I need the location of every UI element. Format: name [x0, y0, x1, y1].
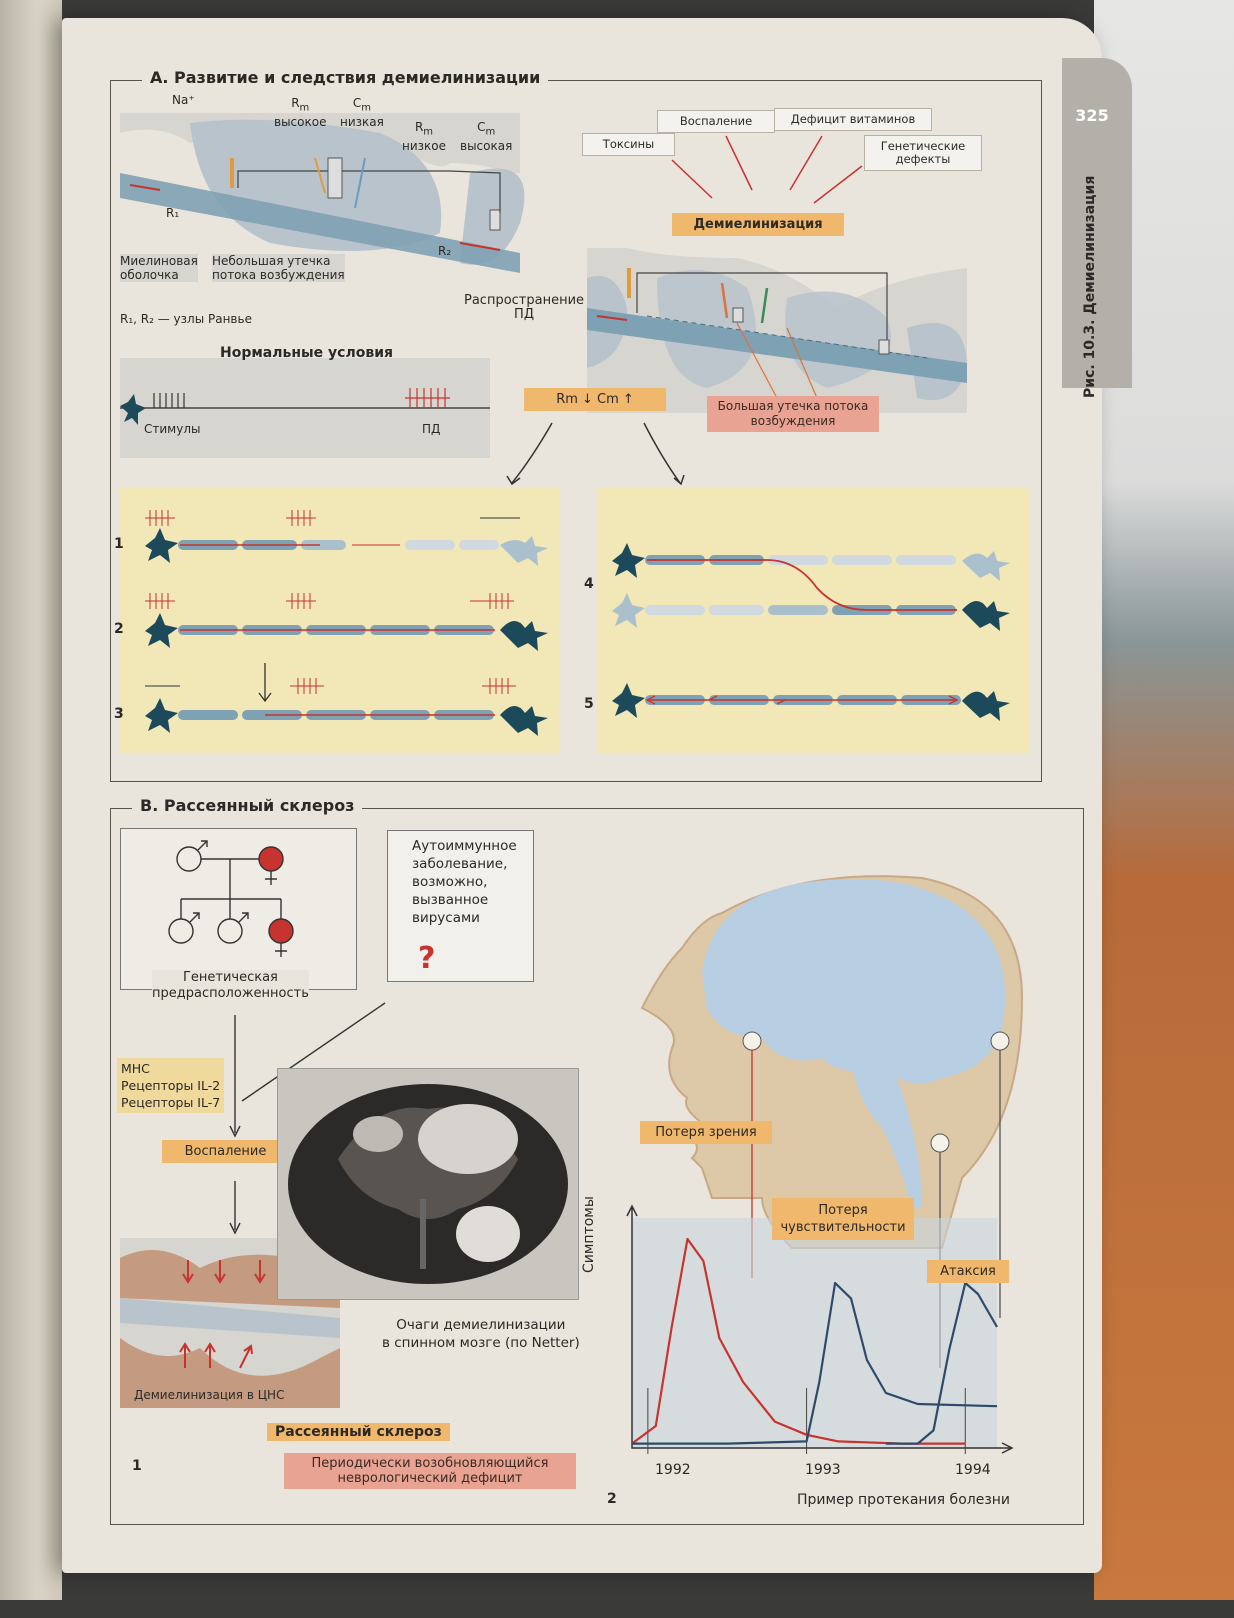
pedigree-svg — [168, 840, 294, 957]
myelin-label: Миелиновая оболочка — [120, 254, 198, 282]
axon-rows-right-panel — [597, 488, 1030, 753]
normal-conditions-panel — [120, 358, 490, 458]
row-number-2: 2 — [114, 621, 124, 637]
sensation-loss-box: Потеря чувствительности — [772, 1198, 914, 1240]
vision-loss-box: Потеря зрения — [640, 1121, 772, 1144]
rm-cm-box: Rm ↓ Cm ↑ — [524, 388, 666, 411]
head-brain-svg — [640, 875, 1024, 1368]
cause-toxins: Токсины — [582, 133, 675, 156]
demyelination-box: Демиелинизация — [672, 213, 844, 236]
section-b-frame — [110, 808, 1084, 1525]
book-spine-edge — [0, 0, 62, 1600]
chart-axes — [626, 1204, 1014, 1454]
nodes-label: R₁, R₂ — узлы Ранвье — [120, 312, 252, 326]
spinal-cord-image — [277, 1068, 579, 1300]
row-1 — [145, 510, 548, 566]
stimuli-label: Стимулы — [144, 422, 201, 436]
axon-rows-right-svg — [612, 543, 1010, 721]
cause-genetic: Генетические дефекты — [864, 135, 982, 171]
page-tab: 325 — [1062, 58, 1132, 388]
split-arrows — [506, 422, 685, 486]
row-3 — [145, 663, 548, 736]
factors-label: MHC Рецепторы IL-2 Рецепторы IL-7 — [117, 1058, 225, 1113]
spinal-label: Очаги демиелинизации в спинном мозге (по… — [382, 1317, 580, 1351]
inflammation-box-b: Воспаление — [162, 1140, 289, 1163]
ataxia-box: Атаксия — [927, 1260, 1009, 1283]
na-label: Na⁺ — [172, 93, 195, 107]
x-tick-1994: 1994 — [955, 1462, 991, 1478]
cause-arrows — [671, 135, 863, 204]
panel-number-1: 1 — [132, 1458, 142, 1474]
x-tick-1992: 1992 — [655, 1462, 691, 1478]
ms-flow-arrows — [229, 1002, 386, 1235]
section-a-title: А. Развитие и следствия демиелинизации — [142, 68, 549, 87]
r2-label: R₂ — [438, 244, 452, 258]
row-5 — [612, 683, 1010, 721]
section-a-frame — [110, 80, 1042, 782]
cause-vitamin: Дефицит витаминов — [774, 108, 932, 131]
series-line-2 — [632, 1281, 998, 1445]
series-line-1 — [631, 1237, 966, 1445]
row-number-4: 4 — [584, 576, 594, 592]
axon — [120, 173, 520, 273]
deficit-box: Периодически возобновляющийся неврологич… — [284, 1453, 576, 1489]
axon-demyelinated-svg — [587, 248, 967, 400]
ms-title: Рассеянный склероз — [267, 1423, 450, 1441]
big-leak-box: Большая утечка потока возбуждения — [707, 396, 879, 432]
axon-rows-left-svg — [145, 510, 548, 736]
symptom-chart — [626, 1204, 1014, 1454]
row-number-1: 1 — [114, 536, 124, 552]
panel-number-2: 2 — [607, 1491, 617, 1507]
x-tick-1993: 1993 — [805, 1462, 841, 1478]
ap-arrow — [129, 184, 161, 191]
axon-rows-left-panel — [120, 488, 560, 753]
question-mark: ? — [418, 941, 436, 976]
series-line-3 — [885, 1281, 998, 1445]
ap-label: ПД — [422, 422, 441, 436]
small-leak-label: Небольшая утечка потока возбуждения — [212, 254, 345, 282]
cns-label: Демиелинизация в ЦНС — [134, 1388, 285, 1402]
axon-diagram-demyelinated — [587, 248, 967, 413]
autoimmune-label: Аутоиммунное заболевание, возможно, вызв… — [412, 838, 517, 926]
normal-conditions-title: Нормальные условия — [220, 345, 394, 361]
spinal-svg — [288, 1084, 568, 1284]
axon-normal-svg — [120, 119, 525, 288]
pedigree-box — [120, 828, 357, 990]
chart-xlabel: Пример протекания болезни — [797, 1492, 1011, 1508]
propagation-label: Распространение ПД — [464, 293, 585, 322]
autoimmune-box: Аутоиммунное заболевание, возможно, вызв… — [387, 830, 534, 982]
page-number: 325 — [1075, 106, 1109, 125]
normal-svg — [120, 388, 490, 425]
row-number-5: 5 — [584, 696, 594, 712]
chart-ylabel: Симптомы — [581, 1196, 597, 1273]
genetic-label: Генетическая предрасположенность — [152, 970, 309, 1002]
book-page: 325 Рис. 10.3. Демиелинизация А. Развити… — [62, 18, 1132, 1573]
row-4 — [612, 543, 1010, 631]
chart-plot-area — [632, 1218, 997, 1448]
row-number-3: 3 — [114, 706, 124, 722]
cause-inflammation: Воспаление — [657, 110, 775, 133]
section-b-title: В. Рассеянный склероз — [132, 796, 363, 815]
r1-label: R₁ — [166, 206, 180, 220]
resistor — [327, 157, 343, 199]
row-2 — [145, 593, 548, 651]
